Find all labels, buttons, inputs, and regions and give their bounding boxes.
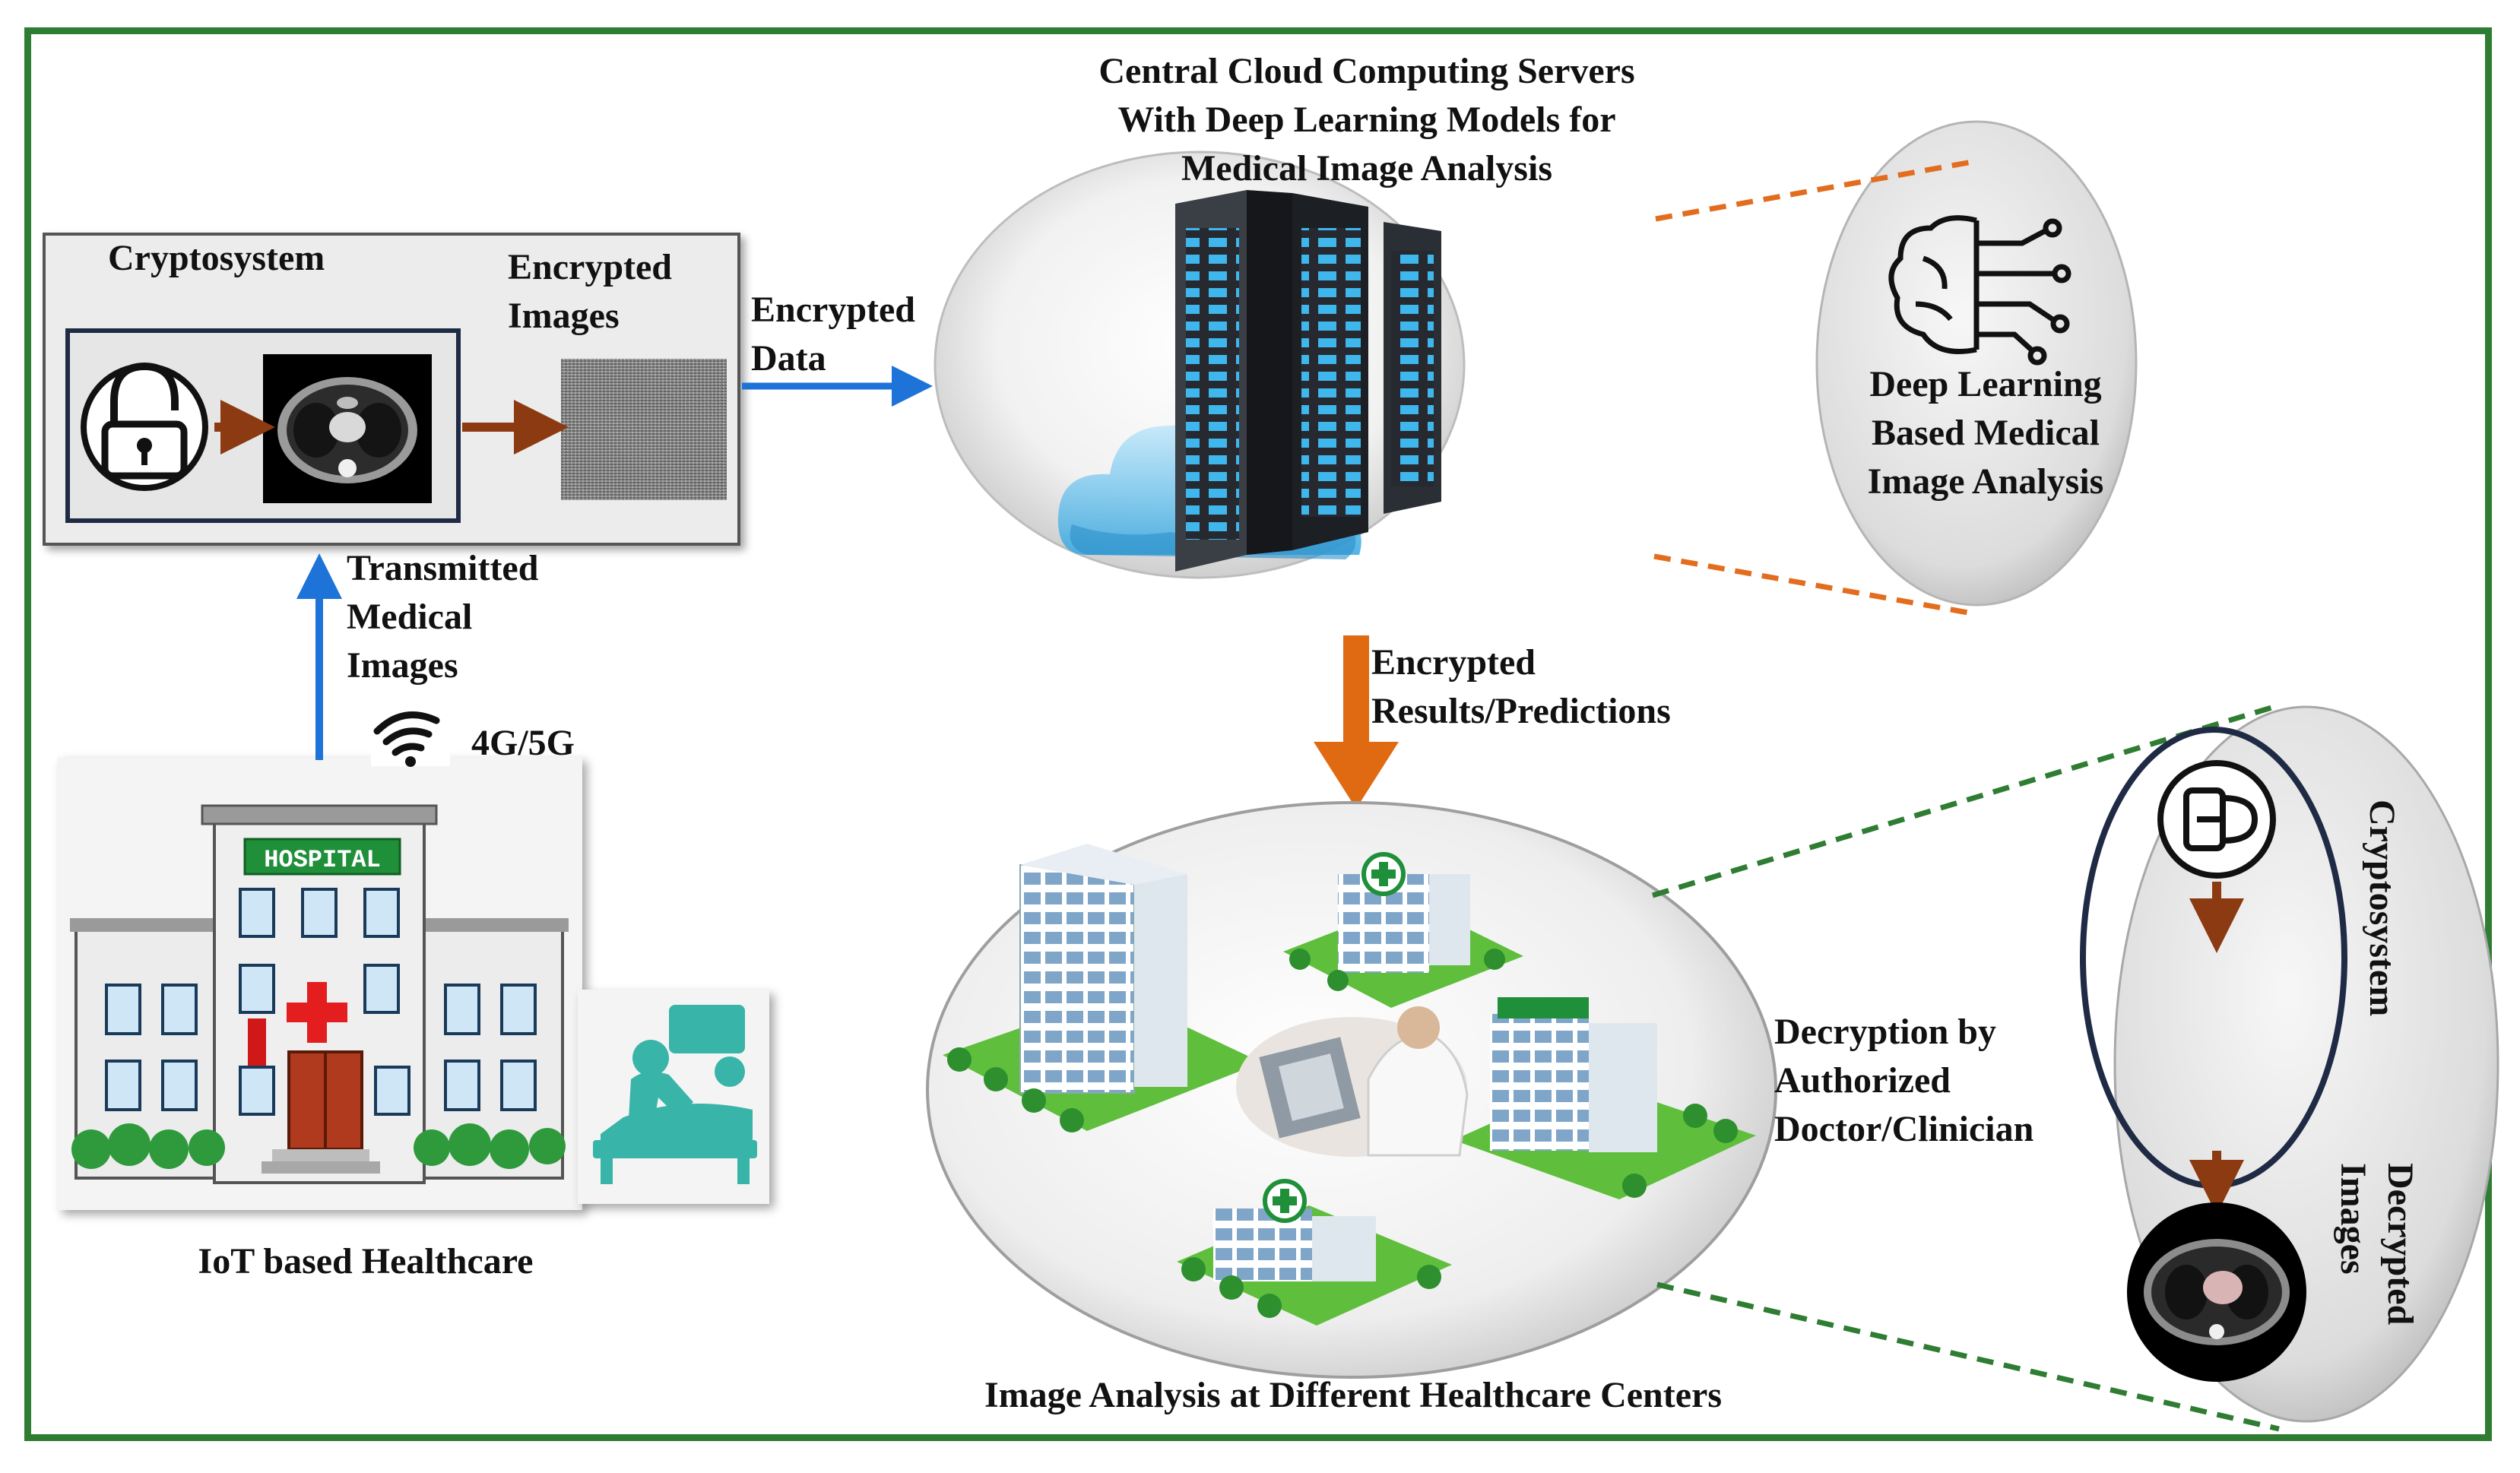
hospital-sign-text: HOSPITAL (264, 846, 381, 874)
decrypted-ct-icon (2127, 1202, 2306, 1382)
transmitted-line: Medical (347, 597, 473, 637)
analysis-centers-label: Image Analysis at Different Healthcare C… (984, 1375, 1723, 1415)
decryption-line: Decryption by (1774, 1012, 1996, 1052)
transmitted-label: Transmitted Medical Images (347, 544, 538, 690)
encrypted-results-label: Encrypted Results/Predictions (1371, 638, 1671, 736)
decrypt-connector-bottom (1656, 1281, 2280, 1432)
transmitted-line: Transmitted (347, 548, 539, 588)
encrypted-results-line: Results/Predictions (1371, 691, 1671, 731)
healthcare-building-icon (943, 844, 1756, 1326)
transmitted-line: Images (347, 645, 458, 686)
encrypted-images-line: Images (508, 296, 620, 336)
encrypted-image-noise-icon (561, 359, 727, 500)
encrypted-data-label: Encrypted Data (751, 286, 915, 383)
decryption-line: Authorized (1774, 1060, 1951, 1101)
padlock-icon (81, 362, 208, 491)
hospital-icon (70, 804, 569, 1184)
decrypted-images-label-line2: Images (2333, 1163, 2373, 1275)
deep-learning-label: Deep Learning Based Medical Image Analys… (1834, 360, 2138, 506)
ai-brain-icon (1888, 215, 2071, 366)
cloud-title-line: Central Cloud Computing Servers (1098, 51, 1635, 91)
network-label: 4G/5G (471, 723, 575, 763)
patient-care-icon (593, 1005, 757, 1184)
side-cryptosystem-label: Cryptosystem (2362, 800, 2402, 1016)
deep-learning-line: Based Medical (1872, 413, 2100, 453)
encrypted-data-line: Encrypted (751, 290, 915, 330)
encrypted-results-line: Encrypted (1371, 642, 1536, 683)
ct-scan-icon (263, 354, 432, 503)
encrypted-images-label: Encrypted Images (508, 243, 672, 341)
deep-learning-line: Image Analysis (1867, 461, 2104, 502)
cloud-title-line: With Deep Learning Models for (1117, 100, 1616, 140)
deep-learning-line: Deep Learning (1869, 364, 2102, 404)
cryptosystem-label: Cryptosystem (108, 238, 325, 278)
encrypted-images-line: Encrypted (508, 247, 672, 287)
outer-frame (24, 27, 2492, 1441)
encrypted-results-arrow (1314, 635, 1399, 809)
wifi-icon (371, 705, 450, 767)
decryption-line: Doctor/Clinician (1774, 1109, 2034, 1149)
cloud-title-line: Medical Image Analysis (1181, 148, 1552, 188)
cloud-title: Central Cloud Computing Servers With Dee… (1002, 47, 1732, 193)
encrypted-data-line: Data (751, 338, 826, 379)
iot-label: IoT based Healthcare (198, 1241, 534, 1281)
server-rack-icon (1175, 190, 1441, 572)
key-card-icon (2157, 760, 2276, 879)
decrypted-images-label-line1: Decrypted (2380, 1163, 2420, 1326)
decryption-label: Decryption by Authorized Doctor/Clinicia… (1774, 1008, 2033, 1154)
doctor-xray-icon (1236, 1006, 1469, 1157)
deep-learning-oval (1815, 120, 2138, 607)
